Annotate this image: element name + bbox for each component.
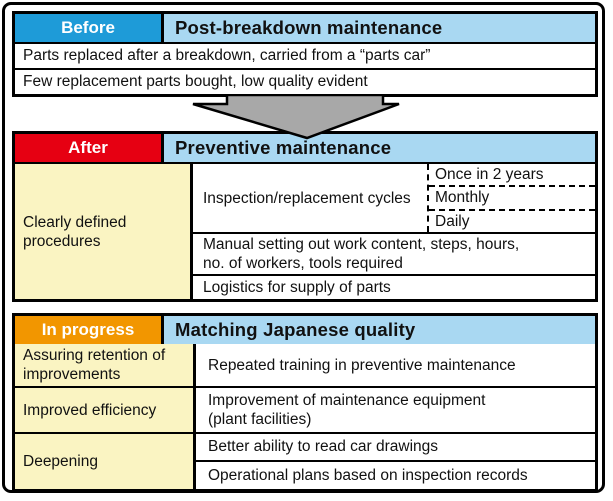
retention-row: Assuring retention of improvements Repea…	[15, 344, 595, 386]
after-body: Clearly defined procedures Inspection/re…	[15, 162, 595, 299]
deepening-item-1: Better ability to read car drawings	[196, 434, 595, 460]
manual-row: Manual setting out work content, steps, …	[193, 232, 595, 274]
deepening-item-2: Operational plans based on inspection re…	[196, 460, 595, 489]
before-header: Before Post-breakdown maintenance	[15, 14, 595, 42]
after-title: Preventive maintenance	[164, 134, 595, 162]
before-label: Before	[15, 14, 164, 42]
in-progress-header: In progress Matching Japanese quality	[15, 316, 595, 344]
efficiency-text: Improvement of maintenance equipment (pl…	[208, 391, 485, 429]
before-table: Before Post-breakdown maintenance Parts …	[12, 11, 598, 97]
deepening-right: Better ability to read car drawings Oper…	[196, 434, 595, 489]
in-progress-title: Matching Japanese quality	[164, 316, 595, 344]
in-progress-label: In progress	[15, 316, 164, 344]
efficiency-line-2: (plant facilities)	[208, 411, 312, 428]
cycle-option-1: Once in 2 years	[429, 164, 595, 186]
cycle-option-2: Monthly	[429, 185, 595, 209]
cycle-options-box: Once in 2 years Monthly Daily	[427, 164, 595, 232]
after-right-column: Inspection/replacement cycles Once in 2 …	[193, 164, 595, 299]
after-header: After Preventive maintenance	[15, 134, 595, 162]
efficiency-right: Improvement of maintenance equipment (pl…	[196, 388, 595, 432]
after-table: After Preventive maintenance Clearly def…	[12, 131, 598, 302]
manual-line-1: Manual setting out work content, steps, …	[203, 236, 520, 253]
manual-line-2: no. of workers, tools required	[203, 255, 403, 272]
retention-right: Repeated training in preventive maintena…	[196, 344, 595, 386]
after-left-cell: Clearly defined procedures	[15, 164, 193, 299]
efficiency-row: Improved efficiency Improvement of maint…	[15, 386, 595, 432]
down-arrow-shape	[192, 94, 400, 140]
logistics-row: Logistics for supply of parts	[193, 274, 595, 299]
down-arrow-icon	[192, 94, 400, 140]
in-progress-table: In progress Matching Japanese quality As…	[12, 313, 598, 492]
manual-text: Manual setting out work content, steps, …	[203, 235, 519, 273]
after-label: After	[15, 134, 164, 162]
cycles-label: Inspection/replacement cycles	[203, 189, 411, 207]
efficiency-left: Improved efficiency	[15, 388, 196, 432]
before-title: Post-breakdown maintenance	[164, 14, 595, 42]
deepening-left: Deepening	[15, 434, 196, 489]
cycles-row: Inspection/replacement cycles Once in 2 …	[193, 164, 595, 232]
retention-left: Assuring retention of improvements	[15, 344, 196, 386]
efficiency-line-1: Improvement of maintenance equipment	[208, 392, 486, 409]
cycle-option-3: Daily	[429, 208, 595, 232]
deepening-row: Deepening Better ability to read car dra…	[15, 432, 595, 489]
before-row-1: Parts replaced after a breakdown, carrie…	[15, 42, 595, 68]
before-row-2: Few replacement parts bought, low qualit…	[15, 68, 595, 94]
